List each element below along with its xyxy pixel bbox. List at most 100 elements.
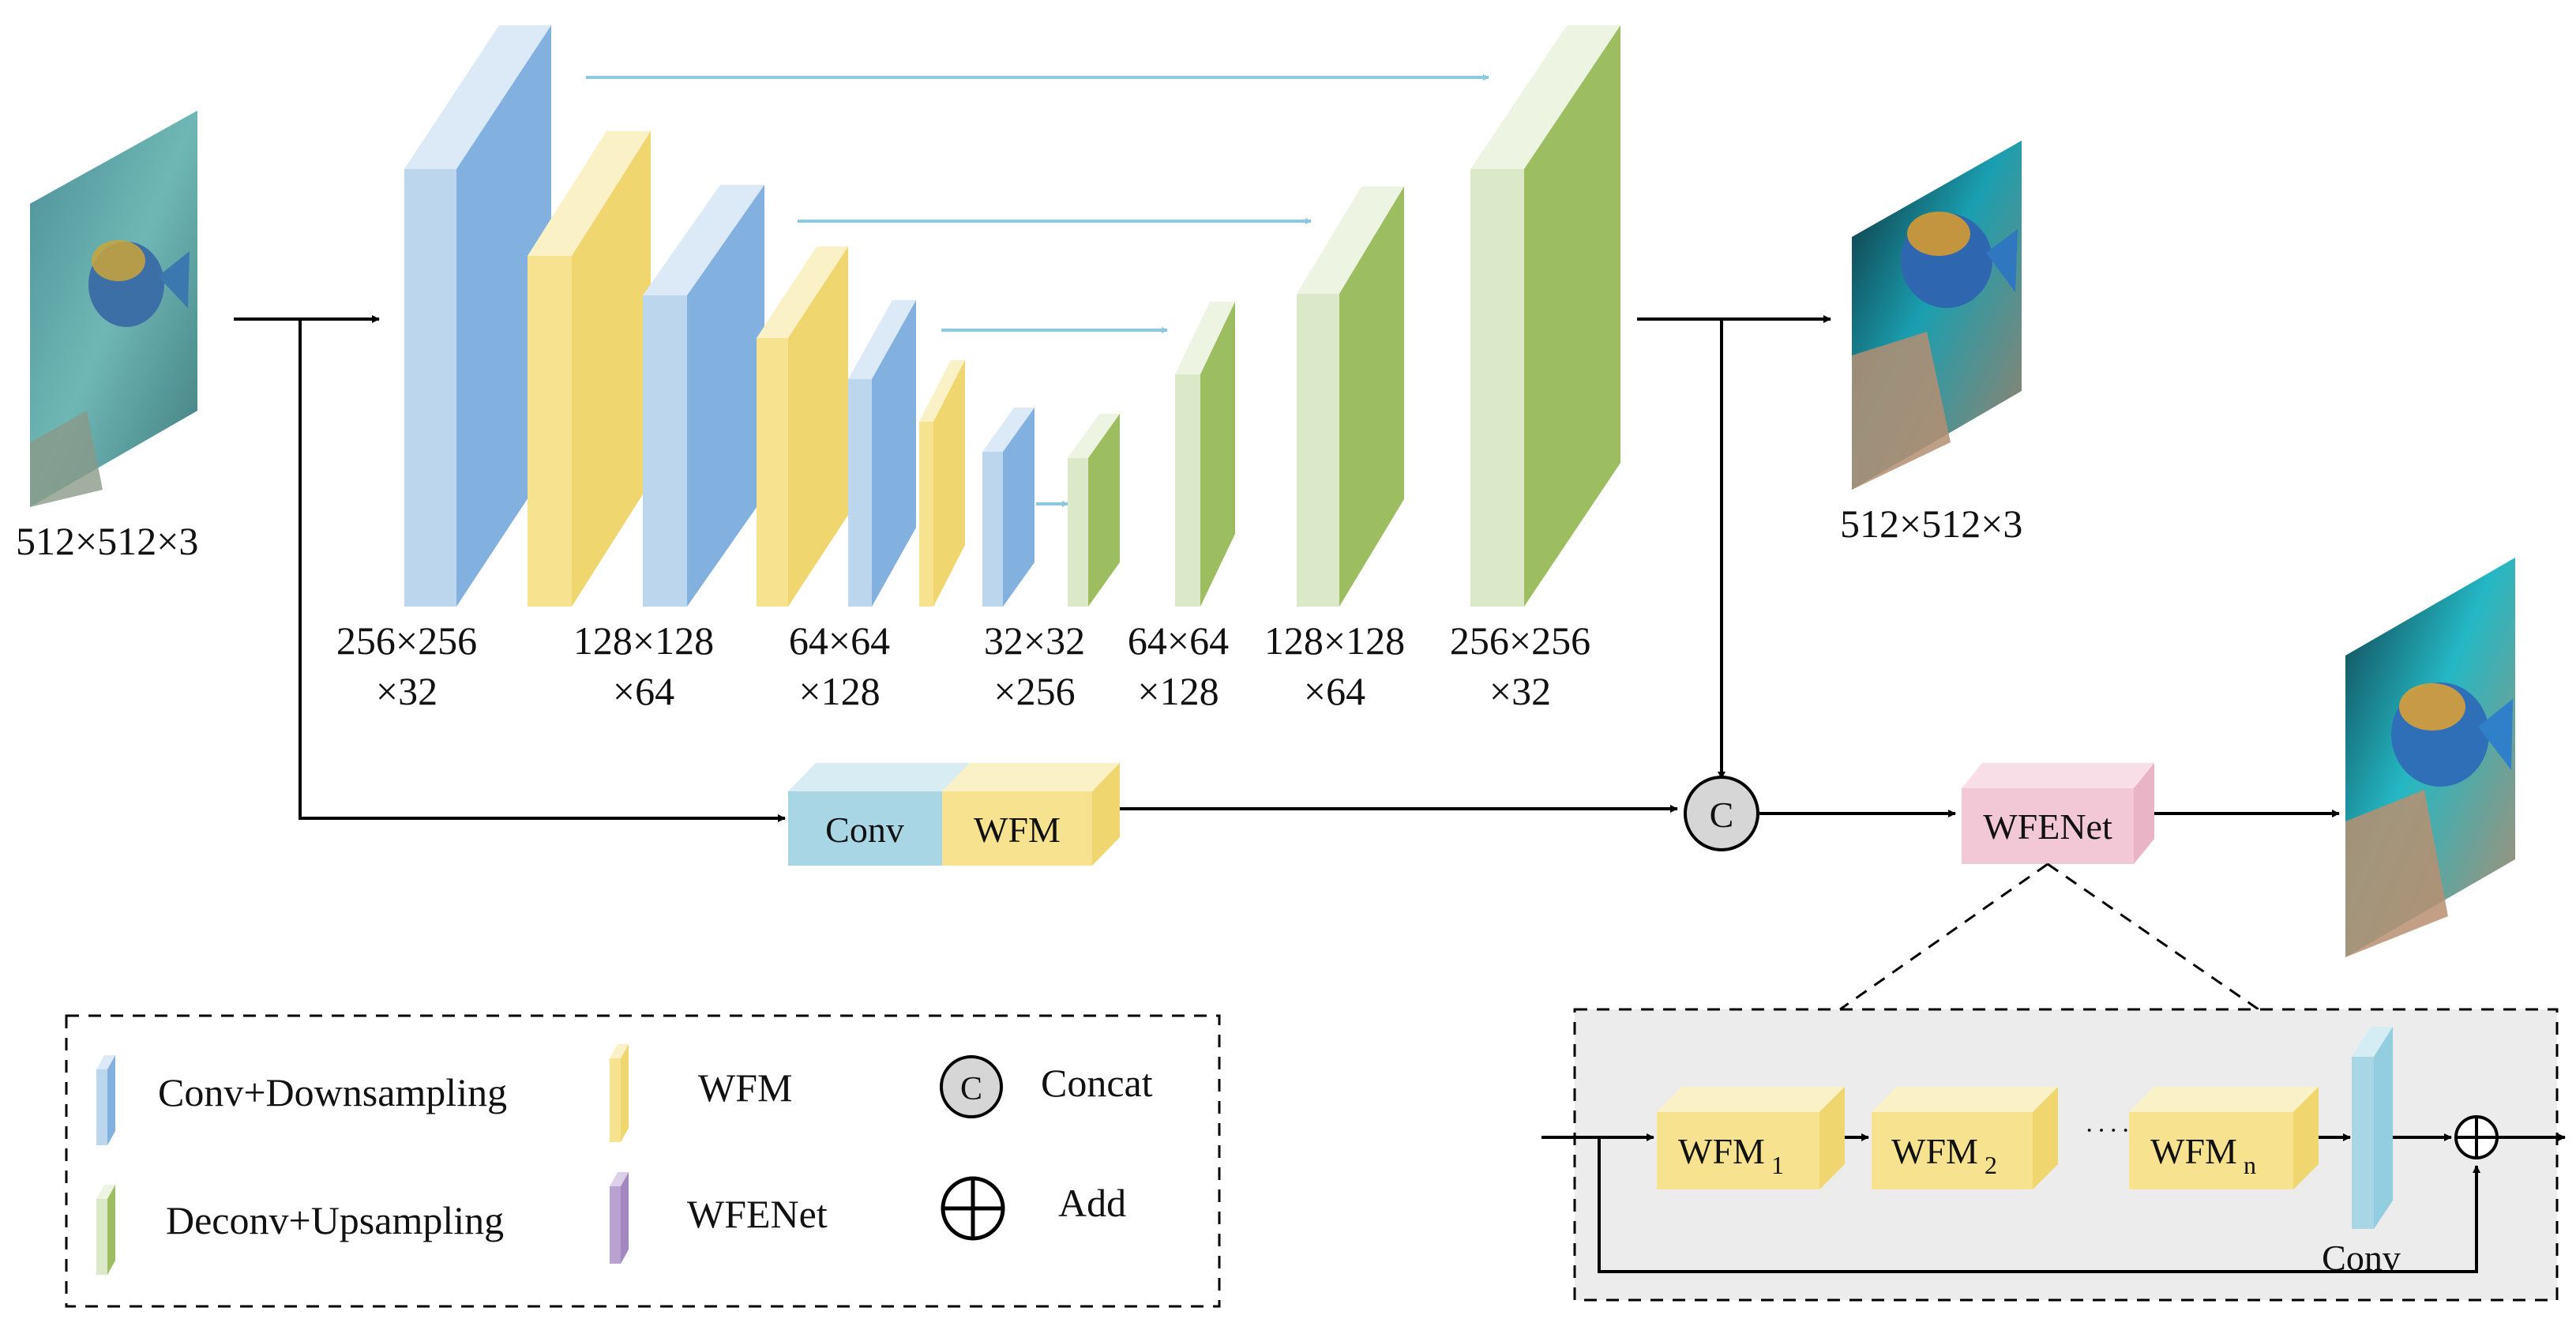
skip-connections — [586, 74, 1489, 507]
legend-add-circle-icon — [941, 1176, 1005, 1241]
detail-residual-arrow — [1598, 1137, 2480, 1273]
stage-label-4-line2: ×256 — [993, 669, 1075, 713]
stage-label-5-line1: 64×64 — [1128, 618, 1229, 663]
deconv-upsampling-block-top — [1175, 302, 1235, 374]
input-size-label: 512×512×3 — [16, 519, 198, 563]
legend-up-label: Deconv+Upsampling — [166, 1198, 504, 1242]
detail-wfm2-label: WFM — [1891, 1131, 1978, 1171]
legend-box — [65, 1014, 1221, 1308]
zoom-line-right — [2047, 862, 2259, 1011]
branch-wfm-box — [942, 791, 1092, 866]
deconv-upsampling-block-side — [1524, 25, 1620, 607]
stage-label-3-line1: 64×64 — [789, 618, 890, 663]
wfm-block-top — [757, 246, 848, 338]
wfenet-box — [1962, 788, 2134, 864]
deconv-upsampling-block-side — [1339, 186, 1404, 607]
deconv-upsampling-block-9 — [1175, 302, 1235, 607]
wfm-block-top — [528, 131, 651, 256]
wfm-block-front — [528, 256, 572, 607]
stage-label-6-line1: 128×128 — [1264, 618, 1405, 663]
stage-size-labels: 256×256 ×32 128×128 ×64 64×64 ×128 32×32… — [336, 618, 1590, 713]
legend-wfenet-label: WFENet — [687, 1192, 828, 1236]
wfm-block-2 — [528, 131, 651, 607]
conv-downsampling-block-3 — [643, 185, 764, 607]
deconv-upsampling-block-top — [1470, 25, 1620, 169]
detail-wfm2-box — [1872, 1112, 2033, 1189]
wfm-block-side — [572, 131, 651, 607]
final-image — [2345, 558, 2515, 957]
branch-conv-box — [788, 791, 942, 866]
legend-wfm-label: WFM — [698, 1065, 792, 1110]
wfenet-detail-box — [1573, 1008, 2559, 1302]
branch-wfm-label: WFM — [974, 810, 1061, 850]
detail-wfm2-subscript: 2 — [1985, 1151, 1997, 1179]
wfm-block-side — [788, 246, 848, 607]
legend-down-label: Conv+Downsampling — [158, 1070, 507, 1114]
conv-downsampling-block-side — [687, 185, 764, 607]
detail-conv-slab — [2352, 1057, 2374, 1229]
legend-up-swatch-icon — [96, 1185, 115, 1275]
wfm-block-front — [757, 338, 788, 607]
legend: Conv+Downsampling Deconv+Upsampling WFM … — [65, 1014, 1221, 1308]
detail-wfmn-subscript: n — [2244, 1151, 2256, 1179]
conv-downsampling-block-top — [643, 185, 764, 295]
wfm-block-4 — [757, 246, 848, 607]
conv-downsampling-block-front — [643, 295, 687, 607]
wfenet-block: WFENet — [1962, 763, 2154, 864]
legend-down-swatch-icon — [96, 1055, 115, 1145]
stage-label-7-line1: 256×256 — [1450, 618, 1590, 663]
deconv-upsampling-block-11 — [1470, 25, 1620, 607]
unet-blocks — [404, 25, 1620, 607]
deconv-upsampling-block-front — [1175, 374, 1200, 607]
stage-label-2-line2: ×64 — [613, 669, 674, 713]
legend-concat-symbol: C — [960, 1071, 982, 1107]
deconv-upsampling-block-front — [1068, 458, 1088, 607]
wfm-block-front — [919, 422, 933, 607]
conv-downsampling-block-5 — [848, 300, 916, 607]
concat-symbol: C — [1710, 795, 1734, 835]
conv-downsampling-block-front — [982, 452, 1003, 607]
stage-label-3-line2: ×128 — [798, 669, 880, 713]
detail-wfmn-label: WFM — [2150, 1131, 2237, 1171]
wfm-block-6 — [919, 360, 965, 607]
wfenet-label: WFENet — [1983, 806, 2112, 847]
deconv-upsampling-block-8 — [1068, 414, 1120, 607]
conv-downsampling-block-side — [1003, 408, 1035, 607]
detail-wfm1-label: WFM — [1678, 1131, 1765, 1171]
conv-downsampling-block-top — [982, 408, 1035, 452]
output-image — [1852, 141, 2022, 490]
deconv-upsampling-block-side — [1088, 414, 1120, 607]
concat-node: C — [1684, 776, 1759, 851]
conv-downsampling-block-side — [872, 300, 916, 607]
stage-label-7-line2: ×32 — [1489, 669, 1551, 713]
deconv-upsampling-block-side — [1200, 302, 1235, 607]
legend-wfm-swatch-icon — [610, 1044, 629, 1142]
detail-wfm1-subscript: 1 — [1771, 1151, 1784, 1179]
stage-label-6-line2: ×64 — [1304, 669, 1365, 713]
conv-downsampling-block-top — [404, 25, 551, 169]
zoom-line-left — [1839, 862, 2048, 1011]
deconv-upsampling-block-top — [1068, 414, 1120, 458]
stage-label-5-line2: ×128 — [1137, 669, 1219, 713]
wfenet-detail: WFM 1 WFM 2 ······ WFM n Conv — [1541, 1008, 2566, 1302]
stage-label-1-line2: ×32 — [376, 669, 437, 713]
deconv-upsampling-block-front — [1297, 294, 1339, 607]
conv-downsampling-block-top — [848, 300, 916, 379]
wfm-block-side — [933, 360, 965, 607]
detail-wfmn-box — [2129, 1112, 2293, 1189]
legend-concat-label: Concat — [1041, 1061, 1153, 1105]
branch-arrow — [299, 319, 786, 822]
input-image — [30, 111, 197, 507]
stage-label-1-line1: 256×256 — [336, 618, 477, 663]
conv-downsampling-block-front — [404, 169, 456, 607]
branch-conv-wfm: Conv WFM — [788, 763, 1120, 866]
legend-add-label: Add — [1058, 1181, 1126, 1225]
legend-wfenet-swatch-icon — [610, 1172, 629, 1264]
deconv-upsampling-block-10 — [1297, 186, 1404, 607]
output-size-label: 512×512×3 — [1840, 502, 2022, 546]
stage-label-2-line1: 128×128 — [573, 618, 714, 663]
stage-label-4-line1: 32×32 — [984, 618, 1085, 663]
conv-downsampling-block-front — [848, 379, 872, 607]
conv-downsampling-block-7 — [982, 408, 1035, 607]
